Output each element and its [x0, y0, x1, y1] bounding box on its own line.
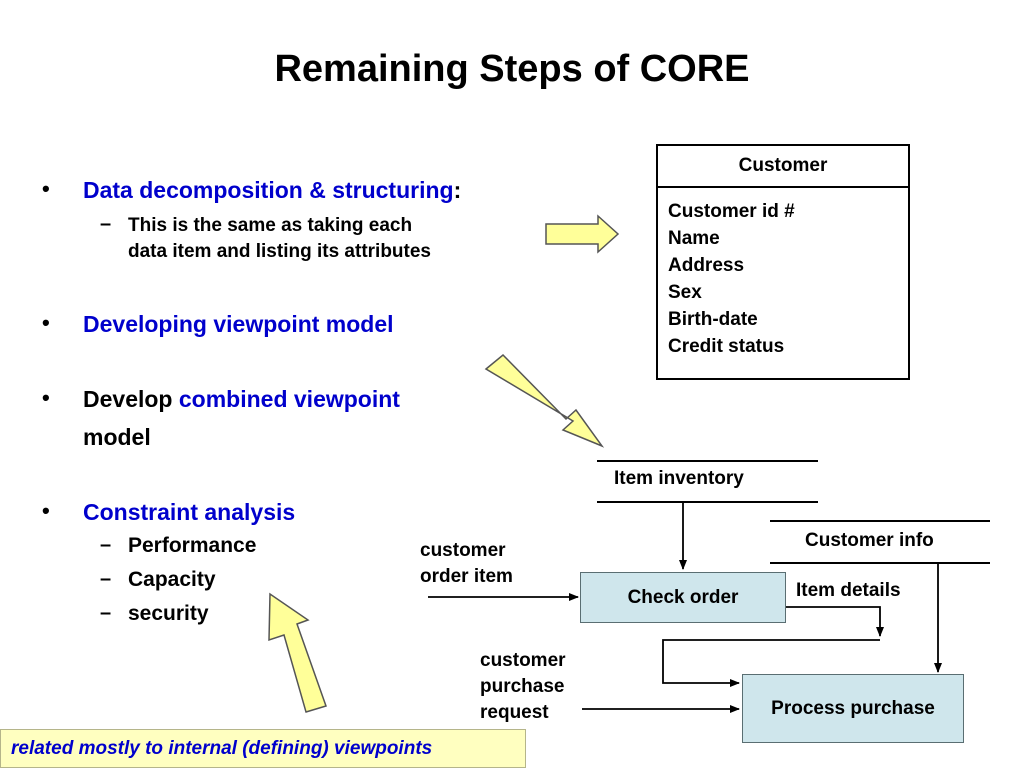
sub-bullet-performance: Performance	[128, 534, 257, 557]
sub-bullet-description: This is the same as taking each data ite…	[128, 213, 431, 265]
flow-item-details	[786, 606, 884, 637]
sub-bullet-capacity: Capacity	[128, 568, 216, 591]
flow-label-item-details: Item details	[796, 580, 901, 601]
caption-note: related mostly to internal (defining) vi…	[0, 729, 526, 768]
flow-label-line: order item	[420, 566, 513, 587]
customer-entity-box: Customer Customer id # Name Address Sex …	[656, 144, 910, 380]
page-title: Remaining Steps of CORE	[274, 48, 750, 90]
bullet-combined-viewpoint: Develop combined viewpoint	[83, 386, 400, 413]
dash-glyph: –	[100, 213, 112, 235]
flow-label-purchase-request: customer purchase request	[480, 648, 566, 726]
right-block-arrow	[545, 214, 620, 254]
flow-label-line: request	[480, 702, 549, 723]
flow-label-line: purchase	[480, 676, 565, 697]
sub-bullet-line: data item and listing its attributes	[128, 241, 431, 262]
sub-bullet-security: security	[128, 602, 209, 625]
process-check-order: Check order	[580, 572, 786, 623]
bullet-viewpoint-model: Developing viewpoint model	[83, 311, 394, 337]
store-item-inventory: Item inventory	[614, 468, 744, 489]
dash-glyph: –	[100, 568, 112, 590]
bullet-glyph: •	[42, 176, 50, 201]
up-block-arrow	[268, 592, 327, 713]
bullet-constraint-analysis: Constraint analysis	[83, 499, 296, 525]
dash-glyph: –	[100, 534, 112, 556]
entity-attribute: Address	[668, 255, 745, 276]
flow-check-to-purchase	[662, 639, 880, 687]
entity-attribute: Sex	[668, 282, 702, 303]
bullet-text: Data decomposition & structuring	[83, 177, 454, 203]
bullet-glyph: •	[42, 385, 50, 410]
diagonal-block-arrow	[484, 353, 605, 448]
entity-name: Customer	[658, 146, 908, 188]
entity-attributes: Customer id # Name Address Sex Birth-dat…	[658, 188, 908, 360]
bullet-text-blue: combined viewpoint	[178, 386, 400, 412]
store-customer-info: Customer info	[805, 530, 934, 551]
flow-label-line: customer	[420, 540, 506, 561]
entity-attribute: Customer id #	[668, 201, 795, 222]
entity-attribute: Credit status	[668, 336, 785, 357]
dash-glyph: –	[100, 602, 112, 624]
entity-attribute: Birth-date	[668, 309, 758, 330]
entity-attribute: Name	[668, 228, 720, 249]
bullet-glyph: •	[42, 498, 50, 523]
bullet-colon: :	[453, 177, 462, 203]
process-purchase: Process purchase	[742, 674, 964, 743]
flow-label-line: customer	[480, 650, 566, 671]
bullet-glyph: •	[42, 310, 50, 335]
bullet-text: Develop	[83, 386, 179, 412]
sub-bullet-line: This is the same as taking each	[128, 215, 413, 236]
bullet-combined-viewpoint-line2: model	[83, 424, 151, 450]
bullet-data-decomposition: Data decomposition & structuring:	[83, 177, 461, 204]
flow-label-order-item: customer order item	[420, 538, 513, 590]
